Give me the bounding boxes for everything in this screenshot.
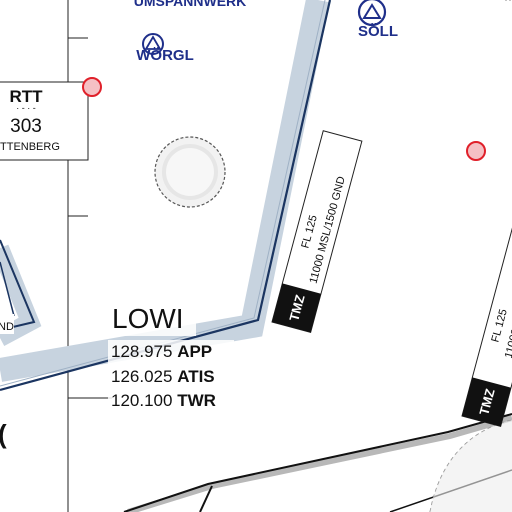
navaid-name: TTENBERG (0, 141, 60, 153)
bottom-boundary-lines (123, 413, 512, 512)
navaid-ident: RTT (9, 87, 43, 106)
place-label-soll: SÖLL (358, 23, 398, 40)
left-edge-fragment: ND ( (0, 314, 14, 449)
tmz-badge-left (272, 283, 321, 333)
tmz-badge-right (462, 377, 511, 427)
reporting-point-icon[interactable] (82, 77, 102, 97)
tmz-badge-text-left: TMZ (286, 293, 307, 323)
tmz-label-left[interactable]: TMZ FL 125 11000 MSL/1500 GND (271, 130, 363, 333)
navaid-frequency: 303 (10, 116, 42, 137)
place-label-umspannwerk: UMSPANNWERK (134, 0, 247, 9)
navaid-morse: · - · - (16, 103, 36, 113)
controlled-airspace-band-main (0, 0, 332, 392)
freq-row-app: 128.975 APP (111, 342, 212, 361)
airport-info-lowi[interactable]: LOWI 128.975 APP 126.025 ATIS 120.100 TW… (108, 302, 234, 410)
reporting-point-icon[interactable] (466, 141, 486, 161)
tmz-badge-text-right: TMZ (476, 387, 497, 417)
airspace-fragment-label: ND (0, 321, 14, 333)
soll-navaid-icon[interactable] (357, 0, 387, 27)
worgl-navaid-icon[interactable] (142, 33, 164, 55)
navaid-info-box-rtt[interactable]: RTT · - · - 303 TTENBERG (0, 81, 89, 161)
obstacle-circle-icon[interactable] (154, 136, 226, 208)
freq-row-twr: 120.100 TWR (111, 391, 216, 410)
airport-icao: LOWI (112, 303, 184, 334)
freq-row-atis: 126.025 ATIS (111, 367, 215, 386)
edge-glyph: ( (0, 419, 7, 449)
place-label-worgl: WÖRGL (136, 47, 194, 64)
tmz-label-right[interactable]: TMZ FL 125 11000 MSL (461, 222, 512, 427)
